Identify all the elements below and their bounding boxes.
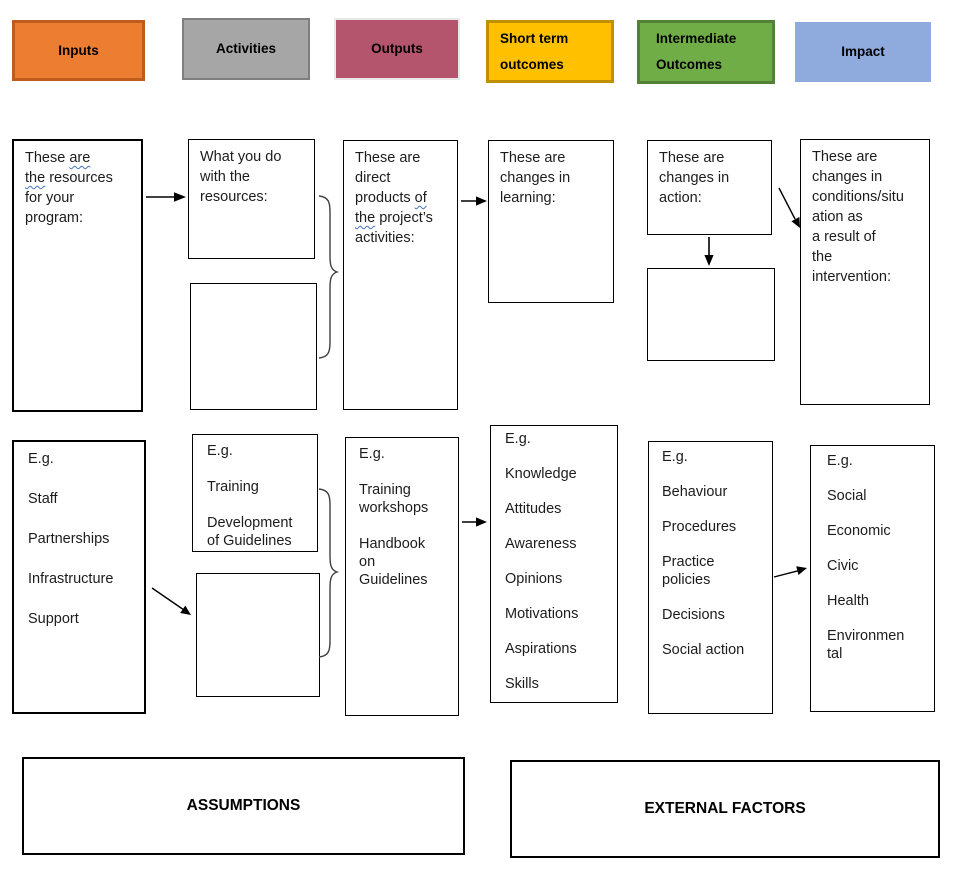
outputs-examples-box: E.g. Training workshops Handbook on Guid… xyxy=(345,437,459,716)
inputs-examples-box: E.g. Staff Partnerships Infrastructure S… xyxy=(12,440,146,714)
arrow-inputs-to-activities xyxy=(146,192,186,202)
brace-activities-to-outputs xyxy=(318,195,340,359)
arrow-intermediate-to-impact xyxy=(778,187,800,228)
arrow-intermediate-down xyxy=(704,237,714,266)
arrow-outputs-examples-to-short-term xyxy=(462,517,487,527)
impact-description-box: These are changes in conditions/situ ati… xyxy=(800,139,930,405)
arrow-intermediate-examples-to-impact xyxy=(773,566,807,578)
activities-examples-box: E.g. Training Development of Guidelines xyxy=(192,434,318,552)
header-impact: Impact xyxy=(795,22,931,82)
short-term-description-box: These are changes in learning: xyxy=(488,140,614,303)
impact-examples-box: E.g. Social Economic Civic Health Enviro… xyxy=(810,445,935,712)
header-short-term-outcomes: Short term outcomes xyxy=(486,20,614,83)
header-intermediate-outcomes: Intermediate Outcomes xyxy=(637,20,775,84)
activities-description-box: What you do with the resources: xyxy=(188,139,315,259)
intermediate-description-box: These are changes in action: xyxy=(647,140,772,235)
assumptions-box: ASSUMPTIONS xyxy=(22,757,465,855)
outputs-description-box: These are direct products of the project… xyxy=(343,140,458,410)
inputs-description-box: These are the resources for your program… xyxy=(12,139,143,412)
arrow-outputs-to-short-term xyxy=(461,196,487,206)
external-factors-box: EXTERNAL FACTORS xyxy=(510,760,940,858)
header-outputs: Outputs xyxy=(334,18,460,80)
activities-empty-box xyxy=(190,283,317,410)
intermediate-examples-box: E.g. Behaviour Procedures Practice polic… xyxy=(648,441,773,714)
activities-examples-empty-box xyxy=(196,573,320,697)
short-term-examples-box: E.g. Knowledge Attitudes Awareness Opini… xyxy=(490,425,618,703)
brace-activities-examples-to-outputs xyxy=(318,488,340,658)
header-activities: Activities xyxy=(182,18,310,80)
arrow-inputs-examples-to-activities xyxy=(151,587,191,615)
intermediate-empty-box xyxy=(647,268,775,361)
header-inputs: Inputs xyxy=(12,20,145,81)
